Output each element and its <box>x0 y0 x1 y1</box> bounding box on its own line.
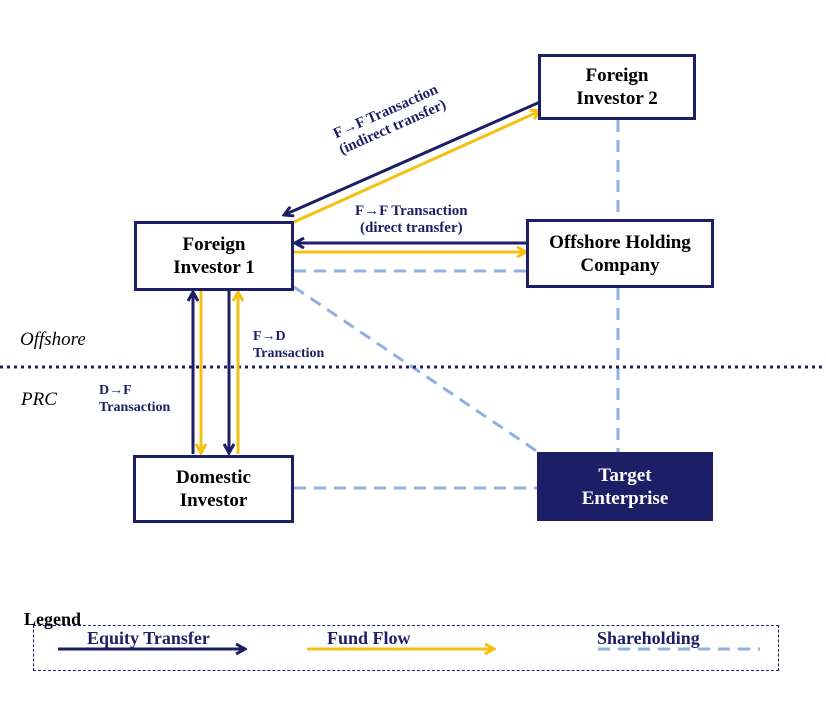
df-line2: Transaction <box>99 400 171 415</box>
target-enterprise-box: Target Enterprise <box>537 452 713 521</box>
offshore-holding-company-box: Offshore Holding Company <box>526 219 714 288</box>
fd-line1: F→D <box>253 329 286 344</box>
prc-region-label: PRC <box>21 389 57 410</box>
fd-line2: Transaction <box>253 346 325 361</box>
legend-fund-flow-label: Fund Flow <box>327 628 411 648</box>
ff-direct-transaction-label: F→F Transaction (direct transfer) <box>355 203 468 237</box>
foreign-investor-1-box: Foreign Investor 1 <box>134 221 294 291</box>
fund-arrow-fi1-to-fi2 <box>293 111 540 224</box>
equity-arrow-fi2-to-fi1 <box>284 100 541 215</box>
foreign-investor-2-box: Foreign Investor 2 <box>538 54 696 120</box>
df-line1: D→F <box>99 383 132 398</box>
ff-direct-line1: F→F Transaction <box>355 203 468 219</box>
legend-title: Legend <box>24 609 82 629</box>
df-transaction-label: D→F Transaction <box>99 382 170 416</box>
legend-box <box>33 625 779 671</box>
offshore-holding-company-label: Offshore Holding Company <box>549 231 691 276</box>
legend-equity-transfer-label: Equity Transfer <box>87 628 210 648</box>
domestic-investor-box: Domestic Investor <box>133 455 294 523</box>
fd-transaction-label: F→D Transaction <box>253 328 324 362</box>
shareholding-fi1-target <box>293 285 539 454</box>
legend-shareholding-label: Shareholding <box>597 628 700 648</box>
ff-direct-line2: (direct transfer) <box>360 220 463 236</box>
domestic-investor-label: Domestic Investor <box>176 467 251 511</box>
foreign-investor-2-label: Foreign Investor 2 <box>576 65 658 109</box>
target-enterprise-label: Target Enterprise <box>581 464 669 509</box>
foreign-investor-1-label: Foreign Investor 1 <box>173 234 255 278</box>
offshore-region-label: Offshore <box>20 329 86 350</box>
